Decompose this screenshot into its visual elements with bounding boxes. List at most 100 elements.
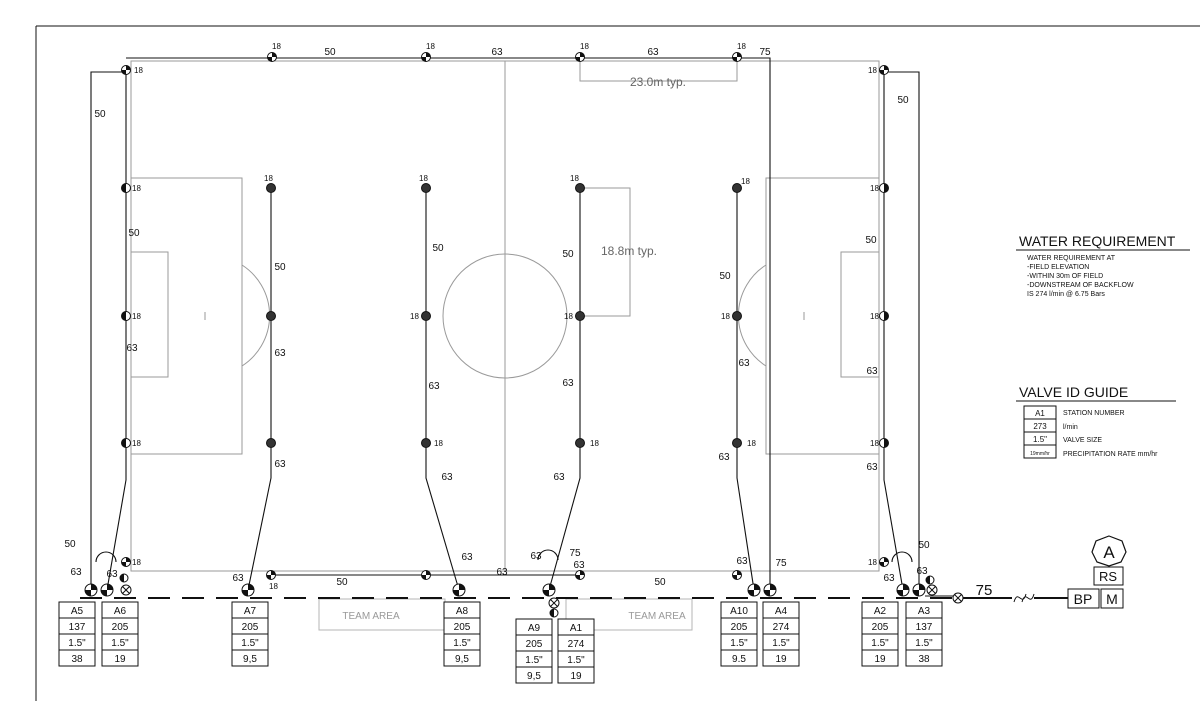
valve-table-cell-size: 1.5" xyxy=(68,638,86,649)
control-valve-icon xyxy=(542,583,556,597)
valve-table-cell-size: 1.5" xyxy=(915,638,933,649)
sprinkler-head: 18 xyxy=(266,570,278,591)
sprinkler-label: 18 xyxy=(737,42,746,51)
pipe-crossover-centre xyxy=(537,549,559,561)
guide-desc: l/min xyxy=(1063,424,1078,431)
sprinkler-head: 18 xyxy=(421,438,443,448)
valve-guide-title: VALVE ID GUIDE xyxy=(1019,384,1128,400)
valve-table-cell-id: A6 xyxy=(114,606,127,617)
pipe-top xyxy=(126,57,771,590)
valve-tables: A51371.5"38A62051.5"19A72051.5"9,5A82051… xyxy=(58,601,943,684)
centre-circle xyxy=(442,253,568,379)
pipe-size-label: 50 xyxy=(654,577,666,588)
left-penalty-area xyxy=(130,177,243,455)
sprinkler-head xyxy=(266,311,276,321)
pipe-size-label: 63 xyxy=(274,459,286,470)
valve-table-cell-size: 1.5" xyxy=(241,638,259,649)
control-valve-icon xyxy=(100,583,114,597)
pipe-size-label: 63 xyxy=(883,573,895,584)
pipe-size-label: 50 xyxy=(562,249,574,260)
valve-table-cell-flow: 274 xyxy=(773,622,790,633)
isolation-valve-icon xyxy=(926,584,938,596)
sprinkler-label: 18 xyxy=(134,66,143,75)
team-area-left-label: TEAM AREA xyxy=(342,611,400,622)
pipe-size-label: 50 xyxy=(432,243,444,254)
sprinkler-head: 18 xyxy=(870,311,889,321)
valve-table-cell-size: 1.5" xyxy=(871,638,889,649)
pipe-size-label: 63 xyxy=(441,472,453,483)
valve-table-cell-rate: 9,5 xyxy=(527,671,541,682)
meter-icon xyxy=(1100,588,1124,609)
valve-table-cell-rate: 19 xyxy=(874,654,886,665)
valve-table-cell-flow: 137 xyxy=(916,622,933,633)
mainline-break-symbol xyxy=(1013,593,1035,603)
pipe-size-label: 50 xyxy=(719,271,731,282)
sprinkler-label: 18 xyxy=(870,312,879,321)
sprinkler-head: 18 xyxy=(121,183,141,193)
pipe-size-label: 63 xyxy=(461,552,473,563)
right-penalty-arc xyxy=(737,264,767,367)
pipe-size-label: 63 xyxy=(530,551,542,562)
sprinkler-label: 18 xyxy=(426,42,435,51)
control-valve-icon xyxy=(763,583,777,597)
pipe-size-label: 50 xyxy=(897,95,909,106)
sprinkler-label: 18 xyxy=(868,66,877,75)
pipe-lateral-1 xyxy=(106,72,127,591)
pipe-size-label: 63 xyxy=(866,366,878,377)
sheet-border xyxy=(35,25,1200,701)
rain-sensor-label: RS xyxy=(1099,569,1117,584)
spacing-length-label: 23.0m typ. xyxy=(630,75,686,89)
valve-table-cell-flow: 274 xyxy=(568,639,585,650)
pipe-size-label: 63 xyxy=(916,566,928,577)
sprinkler-head: 18 xyxy=(732,177,750,193)
sprinkler-head: 18 xyxy=(732,42,746,62)
guide-desc: PRECIPITATION RATE mm/hr xyxy=(1063,451,1158,458)
valve-table-cell-rate: 9,5 xyxy=(455,654,469,665)
pipe-size-label: 63 xyxy=(232,573,244,584)
spacing-width-label: 18.8m typ. xyxy=(601,244,657,258)
valve-table-cell-flow: 205 xyxy=(731,622,748,633)
sprinkler-label: 18 xyxy=(132,558,141,567)
isolation-valve-icon xyxy=(952,592,964,604)
pipe-crossover-right xyxy=(891,551,913,563)
sprinkler-head: 18 xyxy=(419,174,431,193)
sprinkler-label: 18 xyxy=(868,558,877,567)
sprinkler-head: 18 xyxy=(868,65,889,75)
water-requirement-line: -FIELD ELEVATION xyxy=(1027,264,1089,271)
sprinkler-label: 18 xyxy=(741,177,750,186)
quick-coupler-icon xyxy=(119,573,129,583)
sprinkler-head: 18 xyxy=(410,311,431,321)
sprinkler-head: 18 xyxy=(121,311,141,321)
isolation-valve-icon xyxy=(548,597,560,609)
valve-table-cell-rate: 19 xyxy=(570,671,582,682)
valve-table-cell-id: A10 xyxy=(730,606,748,617)
sprinkler-head: 18 xyxy=(121,65,143,75)
field-markings xyxy=(130,60,880,631)
valve-table-cell-id: A1 xyxy=(570,623,583,634)
left-goal-area xyxy=(130,251,169,378)
pipe-size-label: 63 xyxy=(126,343,138,354)
pipe-size-label: 63 xyxy=(647,47,659,58)
valve-table-cell-rate: 19 xyxy=(114,654,126,665)
pipe-size-label: 63 xyxy=(491,47,503,58)
mainline-size-label: 75 xyxy=(976,582,993,599)
valve-table-cell-size: 1.5" xyxy=(525,655,543,666)
sprinkler-head: 18 xyxy=(264,174,276,193)
sprinkler-head xyxy=(732,570,742,580)
isolation-valve-icon xyxy=(120,584,132,596)
pipe-size-label: 63 xyxy=(274,348,286,359)
water-requirement-line: WATER REQUIREMENT AT xyxy=(1027,255,1116,262)
pipe-size-label: 63 xyxy=(428,381,440,392)
guide-key: 273 xyxy=(1033,422,1047,431)
sprinkler-label: 18 xyxy=(434,439,443,448)
